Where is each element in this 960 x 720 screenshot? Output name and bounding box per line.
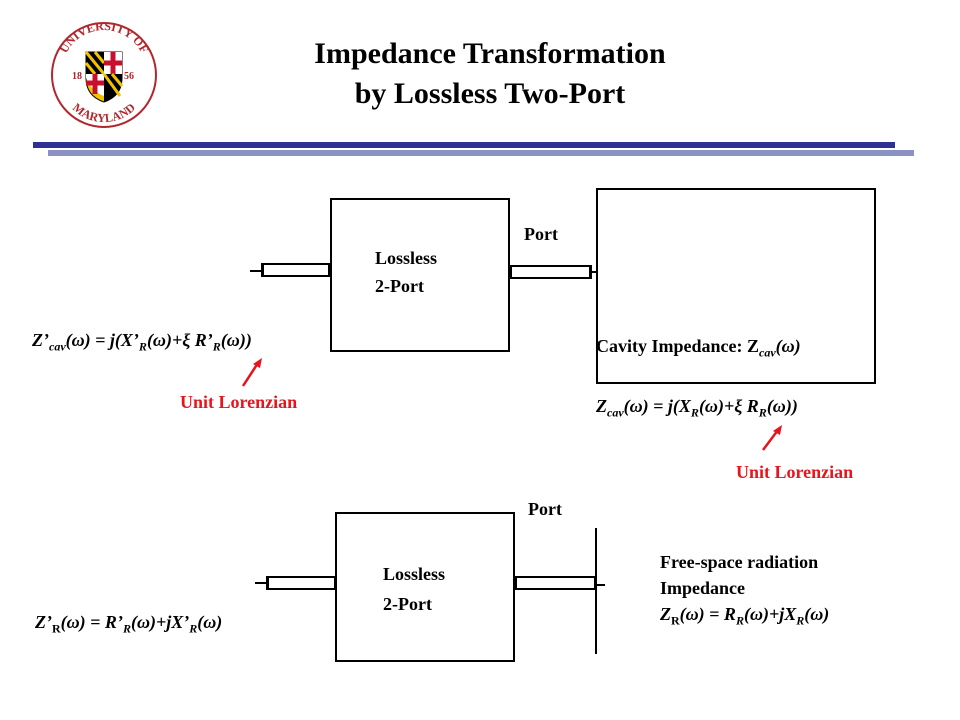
top-lossless-two-port-box	[330, 198, 510, 352]
bottom-port-reference-plane	[595, 528, 597, 654]
top-left-arrowhead	[253, 358, 262, 368]
top-two-port-label-line2: 2-Port	[375, 276, 424, 296]
top-port-label: Port	[524, 224, 558, 244]
cavity-impedance-label: Cavity Impedance: Zcav(ω)	[596, 336, 801, 360]
radiation-impedance-formula: ZR(ω) = RR(ω)+jXR(ω)	[660, 604, 830, 628]
top-right-annotation-arrow	[762, 429, 779, 451]
radiation-label-line2: Impedance	[660, 578, 745, 598]
top-output-transmission-line	[510, 265, 592, 279]
bottom-port-stub	[595, 584, 605, 586]
page-title-line1: Impedance Transformation	[314, 37, 666, 70]
cavity-box	[596, 188, 876, 384]
top-right-arrowhead	[773, 425, 782, 435]
top-left-annotation-arrow	[241, 362, 260, 387]
bottom-input-transmission-line	[266, 576, 336, 590]
top-left-unit-lorenzian-label: Unit Lorenzian	[180, 392, 298, 412]
top-two-port-label-line1: Lossless	[375, 248, 438, 268]
page-title-line2: by Lossless Two-Port	[354, 77, 626, 110]
top-port-stub	[590, 271, 600, 273]
bottom-output-transmission-line	[515, 576, 597, 590]
bottom-input-stub	[255, 582, 267, 584]
bottom-lossless-two-port-box	[335, 512, 515, 662]
top-right-impedance-formula: Zcav(ω) = j(XR(ω)+ξ RR(ω))	[596, 396, 798, 420]
title-divider-dark	[33, 142, 895, 148]
top-input-transmission-line	[261, 263, 330, 277]
bottom-two-port-label-line2: 2-Port	[383, 594, 432, 614]
bottom-port-label: Port	[528, 499, 562, 519]
title-divider-light	[48, 150, 914, 156]
top-input-stub	[250, 270, 262, 272]
top-right-unit-lorenzian-label: Unit Lorenzian	[736, 462, 854, 482]
bottom-two-port-label-line1: Lossless	[383, 564, 446, 584]
top-left-impedance-formula: Z’cav(ω) = j(X’R(ω)+ξ R’R(ω))	[32, 330, 252, 354]
radiation-label-line1: Free-space radiation	[660, 552, 819, 572]
bottom-left-impedance-formula: Z’R(ω) = R’R(ω)+jX’R(ω)	[35, 612, 223, 636]
